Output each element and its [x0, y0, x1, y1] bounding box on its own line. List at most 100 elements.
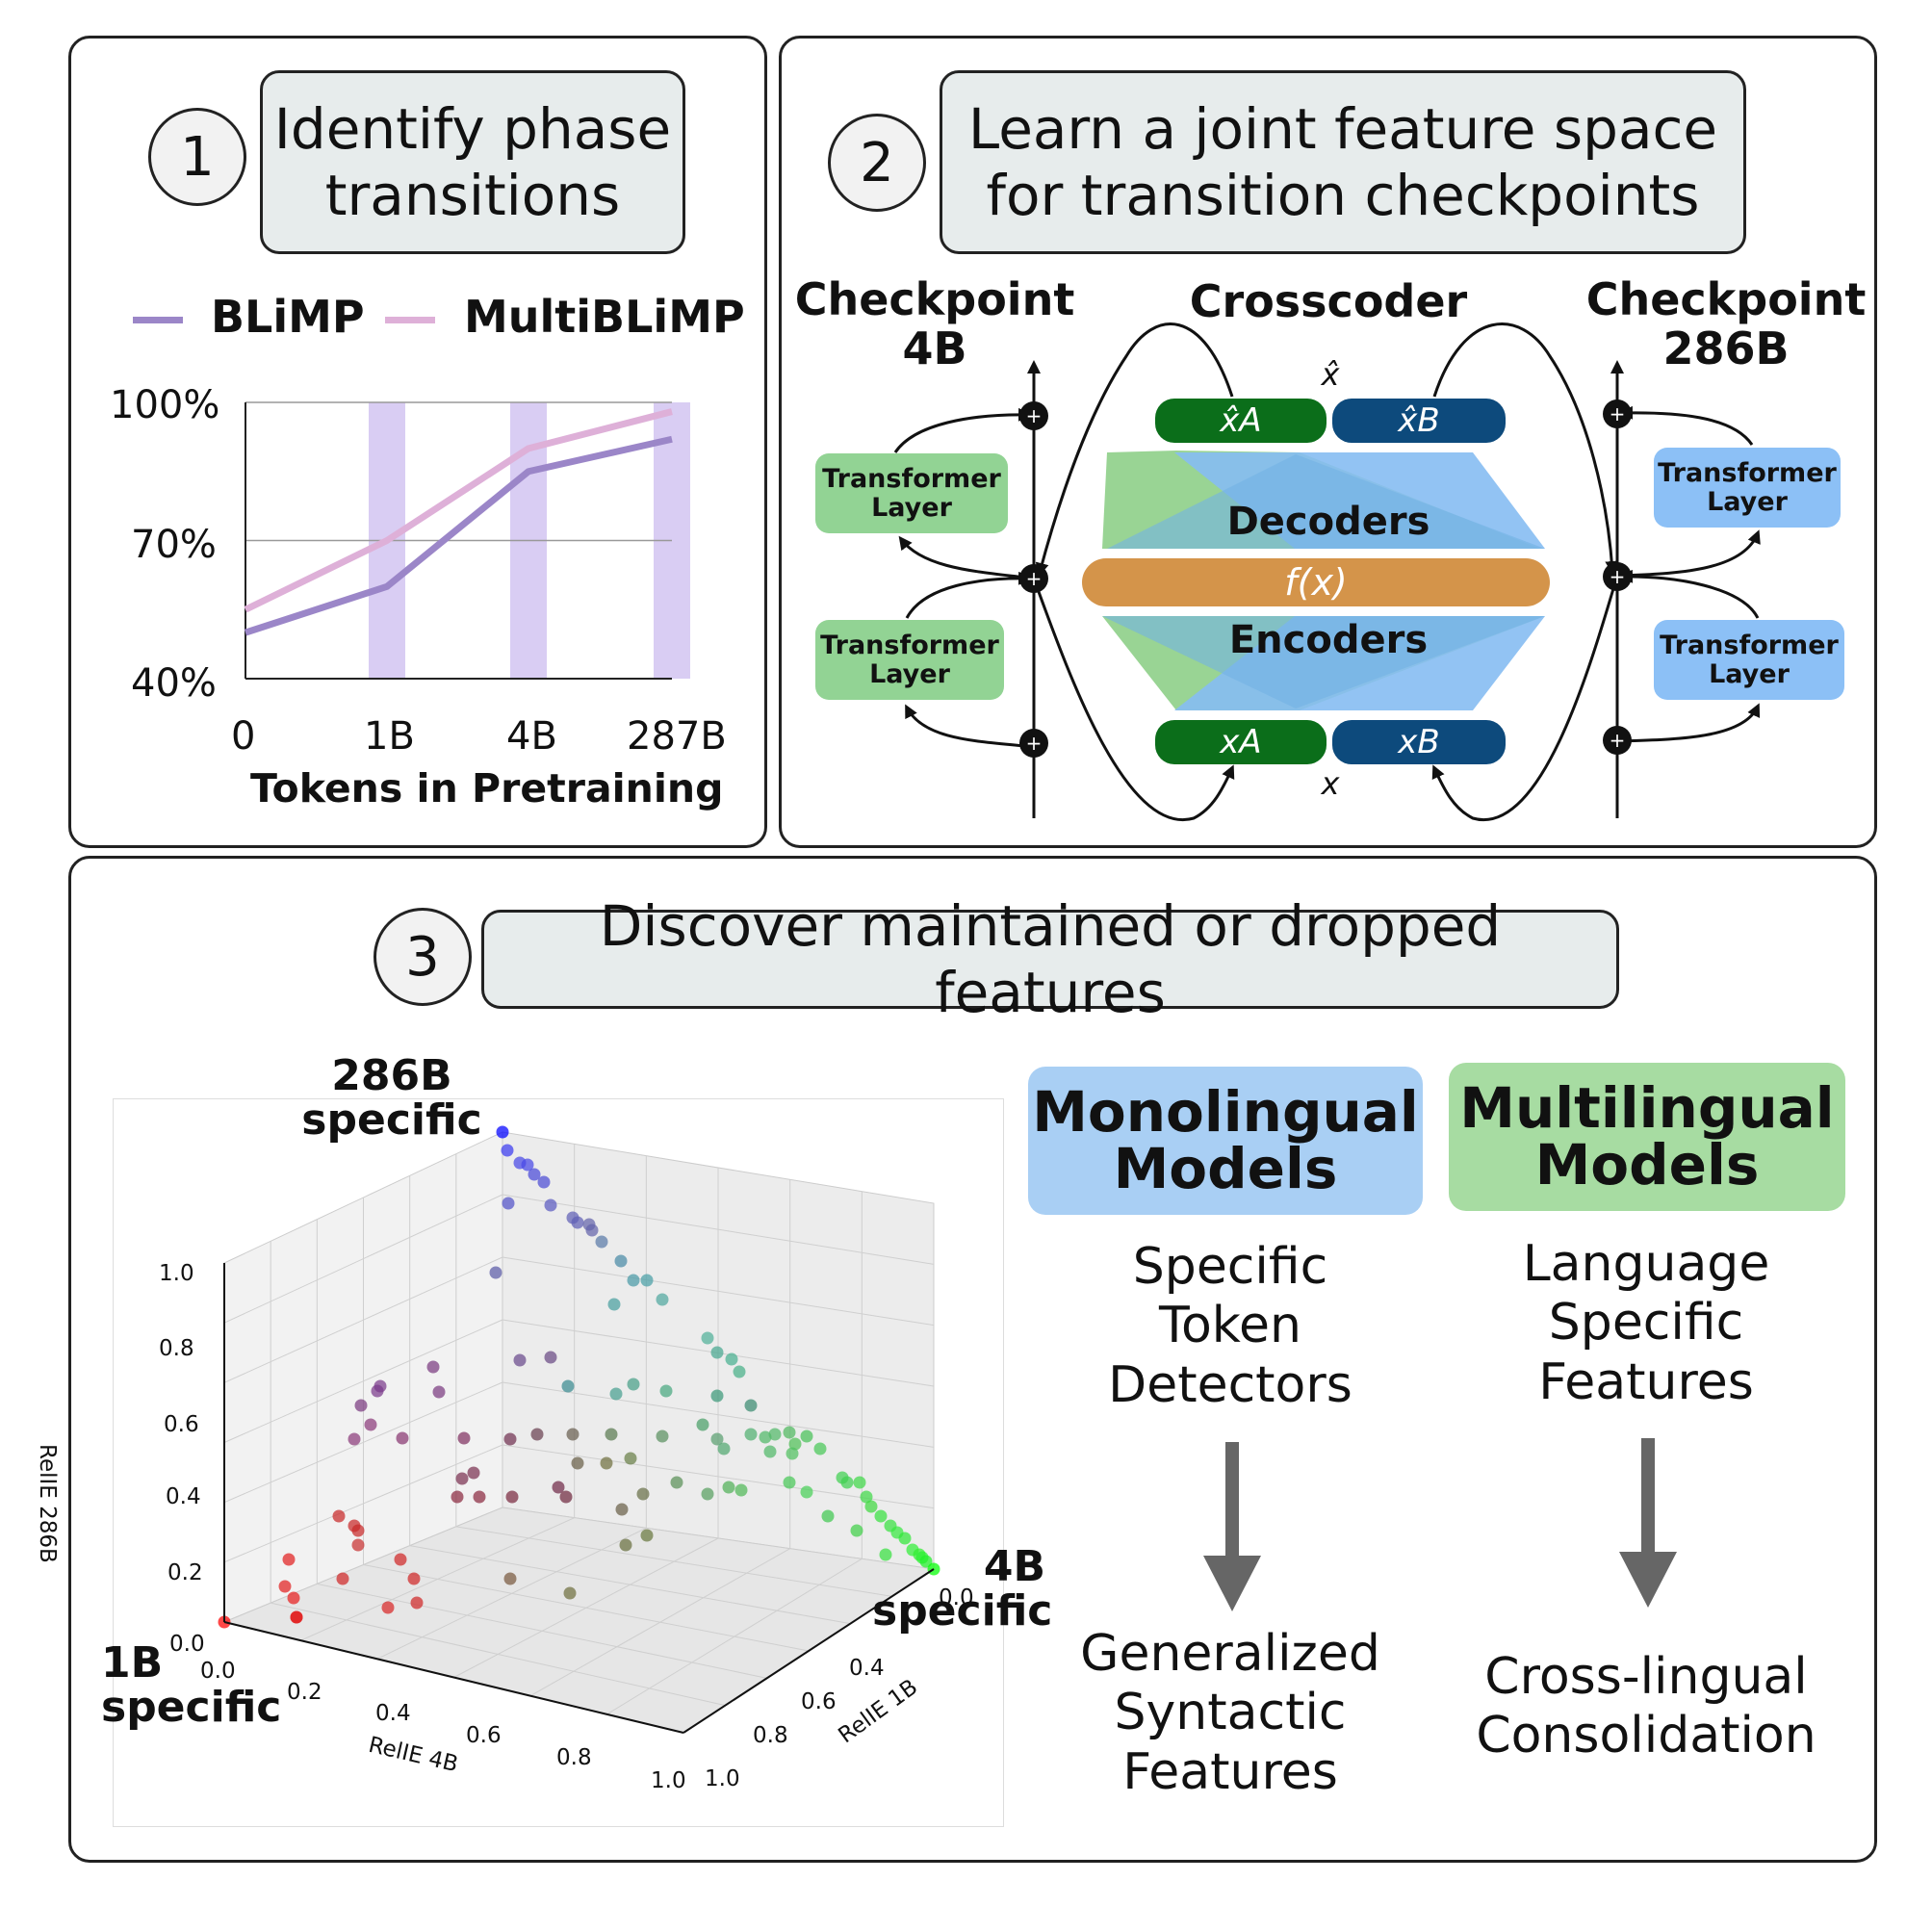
scatter-point [530, 1428, 544, 1441]
y-tick-label: 70% [131, 523, 217, 567]
scatter-point [595, 1235, 608, 1249]
scatter-point [503, 1432, 517, 1446]
scatter-point [571, 1216, 584, 1229]
scatter-point [607, 1298, 621, 1311]
scatter-point [561, 1379, 575, 1393]
xhat-b-pill [1332, 399, 1506, 443]
left-arrow-layer1-out [905, 571, 1032, 619]
x-tick-label: 1.0 [651, 1768, 686, 1793]
z-tick-label: 0.2 [167, 1560, 203, 1585]
scatter-point [521, 1158, 534, 1172]
scatter-point [496, 1125, 509, 1139]
x-b-label: xB [1397, 723, 1439, 761]
plus-node: + [1019, 729, 1048, 758]
scatter-point [733, 1365, 746, 1378]
scatter-point [659, 1384, 673, 1398]
step-number-3: 3 [374, 908, 472, 1006]
scatter-point [800, 1485, 813, 1499]
step-number-2: 2 [828, 114, 926, 212]
left-arrow-layer1-in [905, 704, 1035, 749]
plus-node: + [1019, 564, 1048, 593]
scatter-point [354, 1399, 368, 1412]
scatter-point [502, 1197, 515, 1210]
crosscoder-label: Crosscoder [1189, 275, 1468, 327]
scatter-point [457, 1431, 471, 1445]
scatter-point [351, 1524, 365, 1537]
decoder-overlap [1107, 454, 1545, 549]
scatter-point [813, 1442, 827, 1455]
scatter-point [717, 1442, 731, 1455]
scatter-point [544, 1198, 557, 1212]
scatter-point [332, 1509, 346, 1523]
right-arrow-layer2-in [1616, 529, 1761, 578]
x-tick-label: 1B [364, 714, 415, 759]
scatter-point [821, 1509, 835, 1523]
scatter-point [744, 1399, 758, 1412]
z-axis-label: RelIE 286B [35, 1444, 60, 1563]
scatter-point [394, 1553, 407, 1566]
scatter-point [670, 1476, 683, 1489]
scatter-point [636, 1487, 650, 1501]
scatter-point [381, 1601, 395, 1614]
legend-multiblimp-label: MultiBLiMP [464, 291, 745, 343]
scatter-point [605, 1428, 618, 1441]
x-axis-line [223, 1621, 684, 1734]
scatter-point [898, 1532, 912, 1545]
left-arrow-layer2-in [898, 535, 1035, 580]
scatter-point [571, 1456, 584, 1470]
scatter-point [501, 1144, 514, 1157]
x-tick-label: 4B [506, 714, 557, 759]
scatter-point [364, 1418, 377, 1431]
scatter-point [783, 1476, 796, 1489]
x-b-pill [1332, 720, 1506, 764]
legend-blimp-label: BLiMP [211, 291, 365, 343]
scatter-point [850, 1524, 863, 1537]
right-arrow-layer1-in [1616, 703, 1761, 743]
x-tick-label: 287B [627, 714, 727, 759]
xhat-a-label: x̂A [1219, 401, 1261, 440]
x-label: x [1321, 765, 1341, 802]
latent-bar [1082, 558, 1550, 606]
plus-node: + [1603, 562, 1632, 591]
svg-text:+: + [1026, 404, 1043, 427]
scatter-point [763, 1445, 777, 1458]
scatter-point [619, 1538, 632, 1552]
panel2-title-line2: for transition checkpoints [986, 162, 1700, 228]
scatter-point [585, 1224, 599, 1237]
z-tick-label: 0.6 [164, 1412, 199, 1437]
scatter-point [874, 1509, 888, 1523]
crosscoder-diagram: + + + + + + f(x) Decoders Encoders x̂A x… [893, 322, 1761, 822]
plus-node: + [1603, 399, 1632, 428]
y-tick-label: 1.0 [705, 1766, 740, 1791]
scatter-point [696, 1418, 709, 1431]
encoders-label: Encoders [1229, 618, 1428, 662]
grid-line [223, 1194, 503, 1324]
scatter-point [768, 1428, 782, 1441]
y-tick-label: 100% [110, 383, 220, 427]
x-tick-label: 0.8 [556, 1745, 592, 1770]
scatter-point [710, 1346, 724, 1359]
grid-line [455, 1526, 892, 1597]
scatter-point [505, 1490, 519, 1504]
scatter-point [656, 1293, 669, 1306]
svg-text:+: + [1026, 567, 1043, 590]
scatter-point [722, 1481, 735, 1494]
scatter-point [600, 1456, 613, 1470]
scatter-point [640, 1274, 654, 1287]
scatter-point [503, 1572, 517, 1585]
scatter-point [734, 1483, 748, 1497]
scatter-point [725, 1352, 738, 1366]
scatter-point [455, 1472, 469, 1485]
xhat-a-pill [1155, 399, 1327, 443]
left-arrow-layer2-out [893, 407, 1032, 453]
series-line-blimp [244, 435, 673, 636]
